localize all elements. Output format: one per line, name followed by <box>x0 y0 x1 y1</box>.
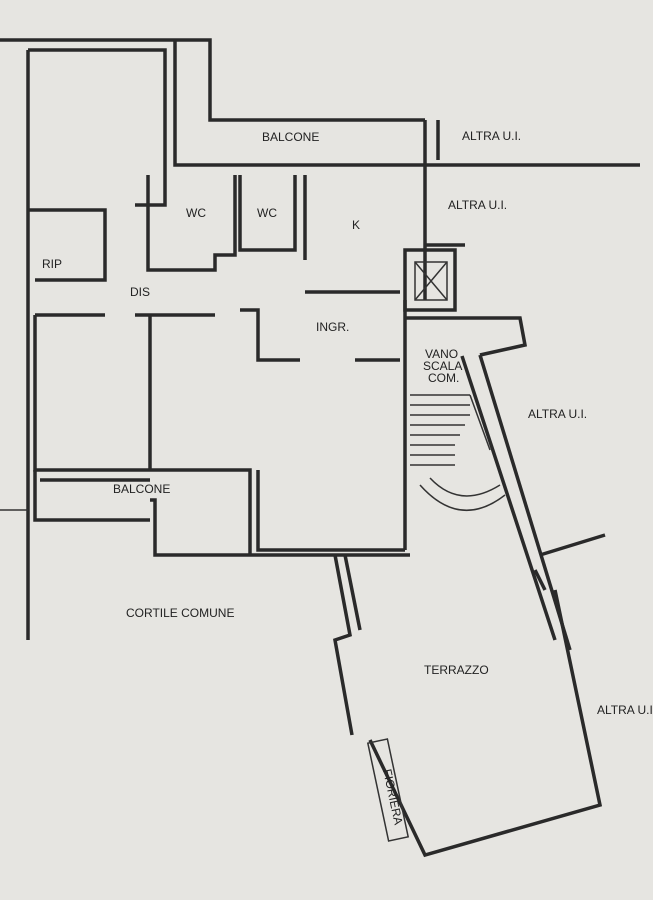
label-com: COM. <box>428 371 459 385</box>
label-terrazzo: TERRAZZO <box>424 663 489 677</box>
label-altra-ui-1: ALTRA U.I. <box>462 129 521 143</box>
label-kitchen: K <box>352 218 360 232</box>
label-cortile-comune: CORTILE COMUNE <box>126 606 234 620</box>
label-altra-ui-4: ALTRA U.I. <box>597 703 653 717</box>
label-wc-1: WC <box>186 206 206 220</box>
label-rip: RIP <box>42 257 62 271</box>
label-scala: SCALA <box>423 359 462 373</box>
label-wc-2: WC <box>257 206 277 220</box>
label-vano: VANO <box>425 347 458 361</box>
label-altra-ui-2: ALTRA U.I. <box>448 198 507 212</box>
label-balcone-bottom: BALCONE <box>113 482 170 496</box>
label-balcone-top: BALCONE <box>262 130 319 144</box>
walls <box>0 38 640 858</box>
label-ingresso: INGR. <box>316 320 349 334</box>
label-altra-ui-3: ALTRA U.I. <box>528 407 587 421</box>
label-dis: DIS <box>130 285 150 299</box>
